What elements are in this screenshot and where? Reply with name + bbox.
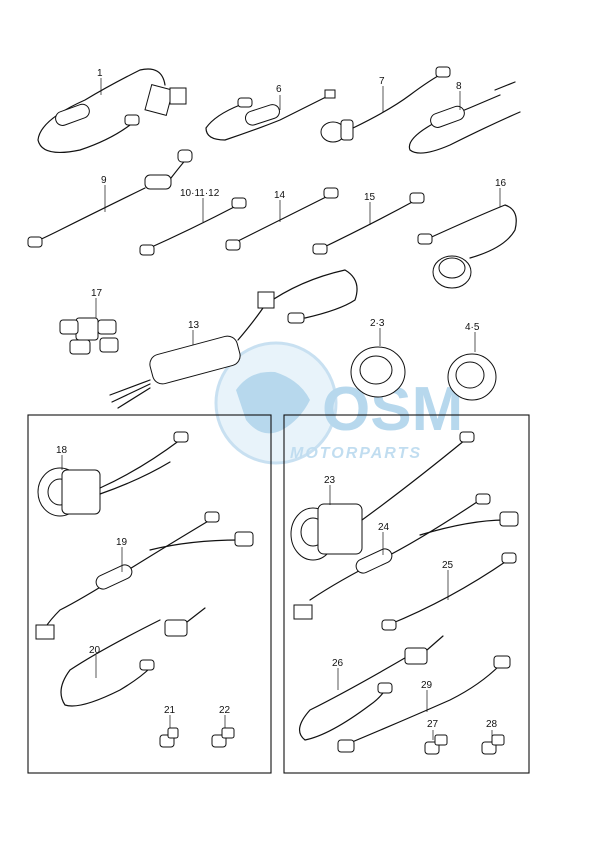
part-27-plug[interactable] bbox=[424, 730, 448, 755]
part-21-plug[interactable] bbox=[159, 715, 179, 748]
part-4-5-ring[interactable] bbox=[447, 332, 497, 401]
part-15-cable[interactable] bbox=[312, 192, 425, 255]
label-15: 15 bbox=[364, 192, 376, 203]
label-29: 29 bbox=[421, 680, 433, 691]
part-14-cable[interactable] bbox=[225, 187, 339, 251]
part-22-plug[interactable] bbox=[211, 715, 235, 748]
label-4-5: 4·5 bbox=[465, 322, 480, 333]
label-19: 19 bbox=[116, 537, 128, 548]
label-9: 9 bbox=[101, 175, 107, 186]
label-18: 18 bbox=[56, 445, 68, 456]
label-25: 25 bbox=[442, 560, 454, 571]
label-13: 13 bbox=[188, 320, 200, 331]
part-24-harness[interactable] bbox=[293, 493, 519, 620]
part-9-sensor-cable[interactable] bbox=[27, 149, 193, 248]
label-10-11-12: 10·11·12 bbox=[180, 188, 220, 199]
label-7: 7 bbox=[379, 76, 385, 87]
watermark-tagline: MOTORPARTS bbox=[290, 445, 422, 462]
label-16: 16 bbox=[495, 178, 507, 189]
label-6: 6 bbox=[276, 84, 282, 95]
part-19-harness[interactable] bbox=[35, 511, 254, 640]
part-7-sensor[interactable] bbox=[320, 66, 451, 143]
label-22: 22 bbox=[219, 705, 231, 716]
part-8-cable[interactable] bbox=[408, 81, 521, 154]
part-23-gauge-sensor[interactable] bbox=[290, 431, 475, 561]
label-14: 14 bbox=[274, 190, 286, 201]
part-13-harness[interactable] bbox=[109, 269, 358, 409]
part-20-harness[interactable] bbox=[60, 607, 206, 707]
part-1-harness[interactable] bbox=[37, 68, 187, 153]
watermark-continent bbox=[236, 371, 310, 434]
part-6-cable[interactable] bbox=[205, 89, 336, 141]
label-2-3: 2·3 bbox=[370, 318, 385, 329]
label-27: 27 bbox=[427, 719, 439, 730]
label-20: 20 bbox=[89, 645, 101, 656]
part-2-3-ring[interactable] bbox=[350, 328, 406, 398]
group-box-right bbox=[283, 414, 530, 774]
part-10-11-12-cable[interactable] bbox=[139, 197, 247, 256]
label-26: 26 bbox=[332, 658, 344, 669]
label-1: 1 bbox=[97, 68, 103, 79]
label-24: 24 bbox=[378, 522, 390, 533]
part-16-sensor[interactable] bbox=[417, 188, 517, 289]
label-8: 8 bbox=[456, 81, 462, 92]
part-25-cable[interactable] bbox=[381, 552, 517, 631]
part-17-t-connector[interactable] bbox=[59, 298, 119, 355]
label-21: 21 bbox=[164, 705, 176, 716]
part-29-harness[interactable] bbox=[337, 655, 511, 753]
label-23: 23 bbox=[324, 475, 336, 486]
watermark: OSM MOTORPARTS bbox=[214, 341, 463, 465]
part-18-gauge-sensor[interactable] bbox=[37, 431, 189, 517]
part-28-plug[interactable] bbox=[481, 730, 505, 755]
label-28: 28 bbox=[486, 719, 498, 730]
group-box-left bbox=[27, 414, 272, 774]
part-26-harness[interactable] bbox=[299, 635, 444, 741]
label-17: 17 bbox=[91, 288, 103, 299]
